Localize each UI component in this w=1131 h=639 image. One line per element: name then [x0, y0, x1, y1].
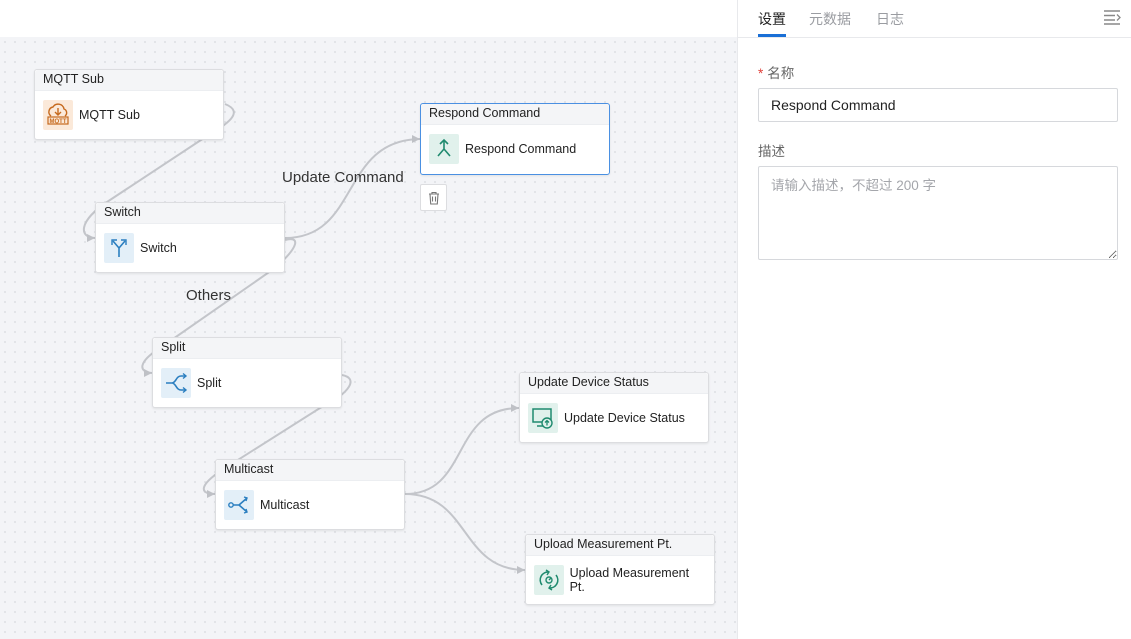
tab-logs[interactable]: 日志	[876, 9, 904, 29]
tab-settings[interactable]: 设置	[758, 9, 786, 29]
node-title: Multicast	[216, 460, 404, 481]
upload-measurement-icon	[534, 565, 564, 595]
node-label: MQTT Sub	[79, 108, 140, 122]
node-switch[interactable]: Switch Switch	[95, 202, 285, 273]
active-tab-indicator	[758, 34, 786, 37]
description-textarea[interactable]	[758, 166, 1118, 260]
delete-node-button[interactable]	[420, 184, 447, 211]
required-mark: *	[758, 66, 763, 81]
node-mqtt-sub[interactable]: MQTT Sub MQTT MQTT Sub	[34, 69, 224, 140]
respond-arrow-icon	[429, 134, 459, 164]
name-label-text: 名称	[767, 66, 794, 81]
switch-branch-icon	[104, 233, 134, 263]
node-respond-command[interactable]: Respond Command Respond Command	[420, 103, 610, 175]
node-label: Multicast	[260, 498, 309, 512]
multicast-icon	[224, 490, 254, 520]
node-title: Respond Command	[421, 104, 609, 125]
node-label: Update Device Status	[564, 411, 685, 425]
mqtt-cloud-icon: MQTT	[43, 100, 73, 130]
tab-metadata[interactable]: 元数据	[809, 9, 851, 29]
list-menu-icon[interactable]	[1103, 8, 1121, 26]
edge-label-update-command[interactable]: Update Command	[282, 169, 404, 186]
node-title: MQTT Sub	[35, 70, 223, 91]
node-title: Update Device Status	[520, 373, 708, 394]
name-input[interactable]	[758, 88, 1118, 122]
node-upload-measurement[interactable]: Upload Measurement Pt. Upload Measuremen…	[525, 534, 715, 605]
split-icon	[161, 368, 191, 398]
node-title: Split	[153, 338, 341, 359]
node-label: Switch	[140, 241, 177, 255]
node-label: Respond Command	[465, 142, 576, 156]
name-field-label: * 名称	[758, 62, 794, 82]
edge-label-others[interactable]: Others	[186, 287, 231, 304]
panel-tabs: 设置 元数据 日志	[738, 0, 1131, 38]
properties-panel: 设置 元数据 日志 * 名称 描述	[737, 0, 1131, 639]
node-title: Switch	[96, 203, 284, 224]
trash-icon	[427, 191, 441, 205]
node-update-device-status[interactable]: Update Device Status Update Device Statu…	[519, 372, 709, 443]
svg-text:MQTT: MQTT	[50, 119, 67, 125]
description-field-label: 描述	[758, 140, 785, 160]
canvas-toolbar	[0, 0, 737, 37]
node-split[interactable]: Split Split	[152, 337, 342, 408]
node-label: Split	[197, 376, 221, 390]
node-title: Upload Measurement Pt.	[526, 535, 714, 556]
node-label: Upload Measurement Pt.	[570, 566, 706, 594]
node-multicast[interactable]: Multicast Multicast	[215, 459, 405, 530]
device-status-icon	[528, 403, 558, 433]
